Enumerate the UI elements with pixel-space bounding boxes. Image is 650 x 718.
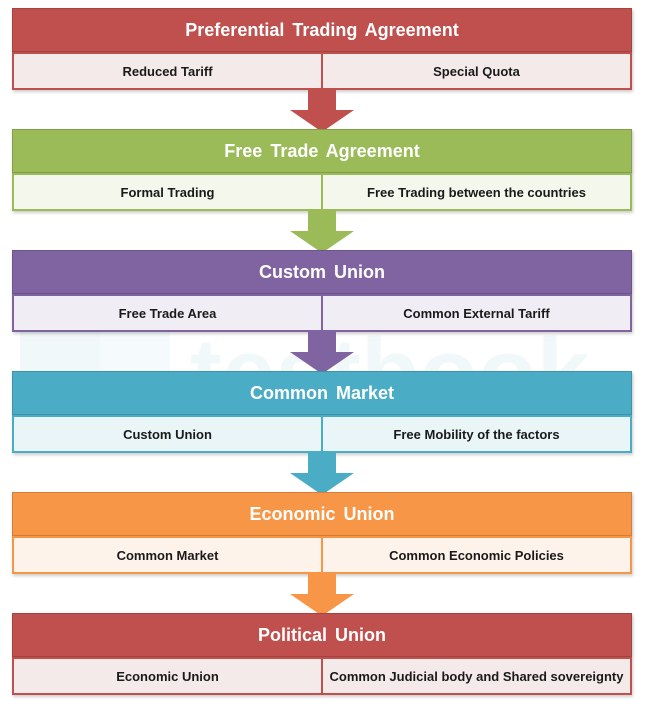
- stage-title: Preferential Trading Agreement: [12, 8, 632, 52]
- stage-item: Common Economic Policies: [321, 538, 630, 572]
- stage-item: Special Quota: [321, 54, 630, 88]
- stage-item: Free Mobility of the factors: [321, 417, 630, 451]
- down-arrow-icon: [290, 332, 354, 374]
- stage-free-trade-agreement: Free Trade Agreement Formal Trading Free…: [12, 129, 632, 211]
- stage-items: Formal Trading Free Trading between the …: [12, 173, 632, 211]
- stage-title: Custom Union: [12, 250, 632, 294]
- stage-item: Custom Union: [123, 426, 212, 442]
- stage-item: Free Trading between the countries: [321, 175, 630, 209]
- stage-items: Economic Union Common Judicial body and …: [12, 657, 632, 695]
- down-arrow-icon: [290, 90, 354, 132]
- stage-item: Common Judicial body and Shared sovereig…: [321, 659, 630, 693]
- down-arrow-icon: [290, 211, 354, 253]
- stage-items: Common Market Common Economic Policies: [12, 536, 632, 574]
- stage-items: Custom Union Free Mobility of the factor…: [12, 415, 632, 453]
- stage-item: Reduced Tariff: [122, 63, 213, 79]
- stage-title: Economic Union: [12, 492, 632, 536]
- stage-political-union: Political Union Economic Union Common Ju…: [12, 613, 632, 695]
- stage-item: Common External Tariff: [321, 296, 630, 330]
- stage-item: Common Market: [116, 547, 219, 563]
- stage-common-market: Common Market Custom Union Free Mobility…: [12, 371, 632, 453]
- stage-item: Formal Trading: [120, 184, 215, 200]
- stage-items: Reduced Tariff Special Quota: [12, 52, 632, 90]
- stage-item: Free Trade Area: [118, 305, 217, 321]
- stage-items: Free Trade Area Common External Tariff: [12, 294, 632, 332]
- stage-preferential-trading-agreement: Preferential Trading Agreement Reduced T…: [12, 8, 632, 90]
- stage-title: Common Market: [12, 371, 632, 415]
- down-arrow-icon: [290, 574, 354, 616]
- stage-title: Political Union: [12, 613, 632, 657]
- down-arrow-icon: [290, 453, 354, 495]
- stage-title: Free Trade Agreement: [12, 129, 632, 173]
- stage-economic-union: Economic Union Common Market Common Econ…: [12, 492, 632, 574]
- stage-custom-union: Custom Union Free Trade Area Common Exte…: [12, 250, 632, 332]
- stage-item: Economic Union: [116, 668, 219, 684]
